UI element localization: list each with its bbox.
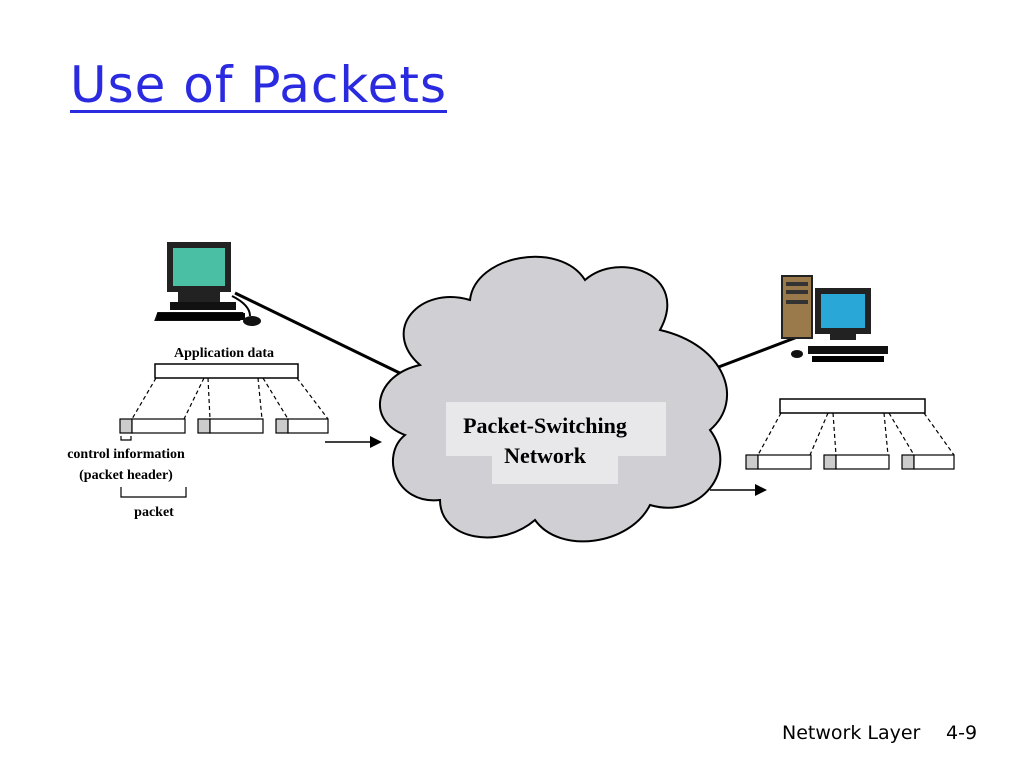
packet (823, 454, 890, 470)
left-packetization: Application data control information (pa… (67, 346, 329, 520)
application-data-label: Application data (174, 346, 274, 361)
packet-label: packet (134, 505, 174, 520)
network-label-line2: Network (504, 443, 587, 468)
packet (119, 418, 186, 434)
network-label-line1: Packet-Switching (463, 413, 627, 438)
packet (745, 454, 812, 470)
right-reassembly (745, 398, 955, 470)
right-link-line (715, 334, 801, 370)
packet (275, 418, 329, 434)
left-link-line (234, 291, 411, 380)
packet (197, 418, 264, 434)
footer-section-label: Network Layer (782, 722, 921, 744)
packet-switching-network-cloud: Packet-Switching Network (378, 255, 728, 543)
footer-page-number: 4-9 (946, 722, 978, 744)
desktop-computer-icon (154, 242, 261, 326)
packet-header-label: (packet header) (79, 468, 173, 483)
reassembled-data-block (779, 398, 926, 414)
control-information-label: control information (67, 447, 185, 462)
application-data-block (154, 363, 299, 379)
slide-title: Use of Packets (70, 56, 448, 114)
arrow-right-icon (325, 436, 382, 448)
arrow-right-icon (710, 484, 767, 496)
packet (901, 454, 955, 470)
tower-computer-icon (781, 275, 888, 362)
